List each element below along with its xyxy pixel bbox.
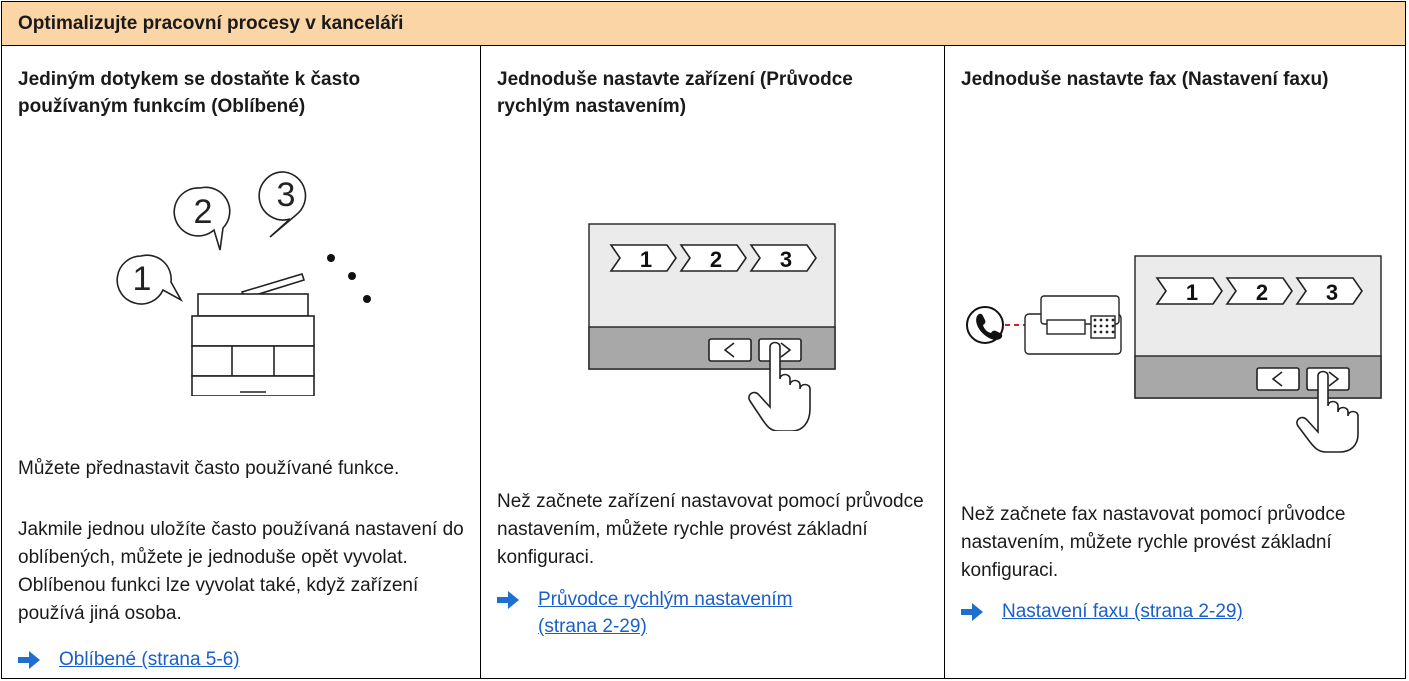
- section-header: Optimalizujte pracovní procesy v kancelá…: [2, 2, 1405, 46]
- step-2-label: 2: [1256, 280, 1268, 305]
- hand-pointer-icon: [748, 341, 811, 431]
- column-fax-setup: Jednoduše nastavte fax (Nastavení faxu): [944, 46, 1405, 678]
- bubble-2-label: 2: [194, 193, 213, 231]
- column-title: Jednoduše nastavte zařízení (Průvodce ry…: [497, 69, 853, 117]
- fax-setup-illustration: 1 2 3: [966, 255, 1382, 453]
- column-title: Jediným dotykem se dostaňte k často použ…: [18, 69, 361, 117]
- bubble-3-label: 3: [277, 176, 296, 214]
- back-button: [1256, 367, 1300, 391]
- step-1-label: 1: [1186, 280, 1198, 305]
- column-title: Jednoduše nastavte fax (Nastavení faxu): [961, 69, 1329, 90]
- phone-icon: [976, 313, 1003, 340]
- paragraph: Jakmile jednou uložíte často používaná n…: [18, 519, 464, 624]
- back-button: [708, 338, 752, 362]
- reference-link-row: Průvodce rychlým nastavením (strana 2-29…: [497, 586, 838, 640]
- column-favorites: Jediným dotykem se dostaňte k často použ…: [2, 46, 480, 678]
- arrow-right-icon: [497, 591, 519, 609]
- paragraph: Než začnete zařízení nastavovat pomocí p…: [497, 491, 924, 568]
- setup-wizard-illustration: 1 2 3: [588, 223, 836, 431]
- printer-icon: [191, 273, 315, 396]
- fax-machine-icon: [1024, 295, 1122, 355]
- feature-columns: Jediným dotykem se dostaňte k často použ…: [2, 46, 1405, 678]
- favorites-illustration: 1 2 3: [116, 171, 371, 396]
- section-title: Optimalizujte pracovní procesy v kancelá…: [18, 12, 404, 34]
- arrow-right-icon: [18, 651, 40, 669]
- reference-link-row: Oblíbené (strana 5-6): [18, 646, 240, 673]
- arrow-right-icon: [961, 603, 983, 621]
- paragraph: Než začnete fax nastavovat pomocí průvod…: [961, 504, 1346, 581]
- step-3-label: 3: [1326, 280, 1338, 305]
- favorites-link[interactable]: Oblíbené (strana 5-6): [59, 649, 240, 670]
- ellipsis-dots: [327, 254, 371, 303]
- step-3-label: 3: [780, 247, 792, 272]
- hand-pointer-icon: [1296, 370, 1359, 453]
- step-2-label: 2: [710, 247, 722, 272]
- step-1-label: 1: [640, 247, 652, 272]
- bubble-1-label: 1: [133, 260, 152, 298]
- paragraph: Můžete přednastavit často používané funk…: [18, 458, 400, 479]
- fax-setup-link[interactable]: Nastavení faxu (strana 2-29): [1002, 601, 1243, 622]
- column-quick-setup: Jednoduše nastavte zařízení (Průvodce ry…: [480, 46, 944, 678]
- reference-link-row: Nastavení faxu (strana 2-29): [961, 598, 1243, 625]
- quick-setup-link[interactable]: Průvodce rychlým nastavením (strana 2-29…: [538, 589, 793, 637]
